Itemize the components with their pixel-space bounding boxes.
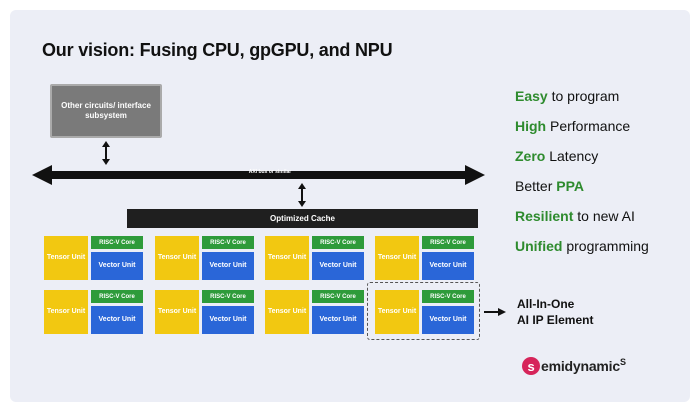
tensor-unit: Tensor Unit — [265, 236, 309, 280]
tensor-unit: Tensor Unit — [44, 290, 88, 334]
riscv-core: RISC-V Core — [312, 290, 364, 303]
logo-mark: s — [522, 357, 540, 375]
subsystem-bus-arrow — [102, 141, 110, 165]
tensor-unit: Tensor Unit — [375, 290, 419, 334]
feature-item: Zero Latency — [515, 148, 598, 164]
feature-highlight: Resilient — [515, 208, 574, 224]
vector-unit: Vector Unit — [202, 252, 254, 280]
feature-highlight: Easy — [515, 88, 548, 104]
riscv-core: RISC-V Core — [91, 290, 143, 303]
riscv-core: RISC-V Core — [422, 236, 474, 249]
feature-item: Better PPA — [515, 178, 584, 194]
slide-background — [10, 10, 690, 402]
feature-text: Latency — [545, 148, 599, 164]
vector-unit: Vector Unit — [202, 306, 254, 334]
vector-unit: Vector Unit — [91, 252, 143, 280]
feature-item: High Performance — [515, 118, 630, 134]
riscv-core: RISC-V Core — [202, 290, 254, 303]
feature-item: Easy to program — [515, 88, 619, 104]
all-in-one-line1: All-In-One — [517, 297, 575, 311]
feature-text: to new AI — [573, 208, 635, 224]
riscv-core: RISC-V Core — [91, 236, 143, 249]
riscv-core: RISC-V Core — [312, 236, 364, 249]
feature-highlight: Zero — [515, 148, 546, 164]
feature-highlight: Unified — [515, 238, 563, 254]
highlighted-core-outline — [367, 282, 480, 340]
riscv-core: RISC-V Core — [422, 290, 474, 303]
riscv-core: RISC-V Core — [202, 236, 254, 249]
all-in-one-label: All-In-One AI IP Element — [517, 297, 593, 328]
logo-text: emidynamic — [541, 358, 620, 374]
logo-superscript: S — [619, 357, 626, 367]
feature-highlight: High — [515, 118, 547, 134]
feature-text: Better — [515, 178, 557, 194]
vector-unit: Vector Unit — [312, 252, 364, 280]
tensor-unit: Tensor Unit — [375, 236, 419, 280]
other-circuits-box: Other circuits/ interface subsystem — [50, 84, 162, 138]
feature-text: to program — [547, 88, 620, 104]
vector-unit: Vector Unit — [312, 306, 364, 334]
all-in-one-arrow — [484, 308, 506, 316]
all-in-one-line2: AI IP Element — [517, 312, 594, 327]
tensor-unit: Tensor Unit — [155, 236, 199, 280]
vector-unit: Vector Unit — [91, 306, 143, 334]
tensor-unit: Tensor Unit — [265, 290, 309, 334]
vector-unit: Vector Unit — [422, 306, 474, 334]
feature-text: programming — [562, 238, 649, 254]
axi-bus-label: AXI bus or similar — [248, 169, 292, 175]
feature-highlight: PPA — [556, 178, 584, 194]
tensor-unit: Tensor Unit — [44, 236, 88, 280]
feature-item: Unified programming — [515, 238, 649, 254]
bus-cache-arrow — [298, 183, 306, 207]
optimized-cache: Optimized Cache — [127, 209, 478, 228]
slide-title: Our vision: Fusing CPU, gpGPU, and NPU — [42, 40, 393, 60]
feature-text: Performance — [546, 118, 631, 134]
tensor-unit: Tensor Unit — [155, 290, 199, 334]
axi-bus-arrow — [32, 165, 485, 185]
feature-item: Resilient to new AI — [515, 208, 635, 224]
vector-unit: Vector Unit — [422, 252, 474, 280]
